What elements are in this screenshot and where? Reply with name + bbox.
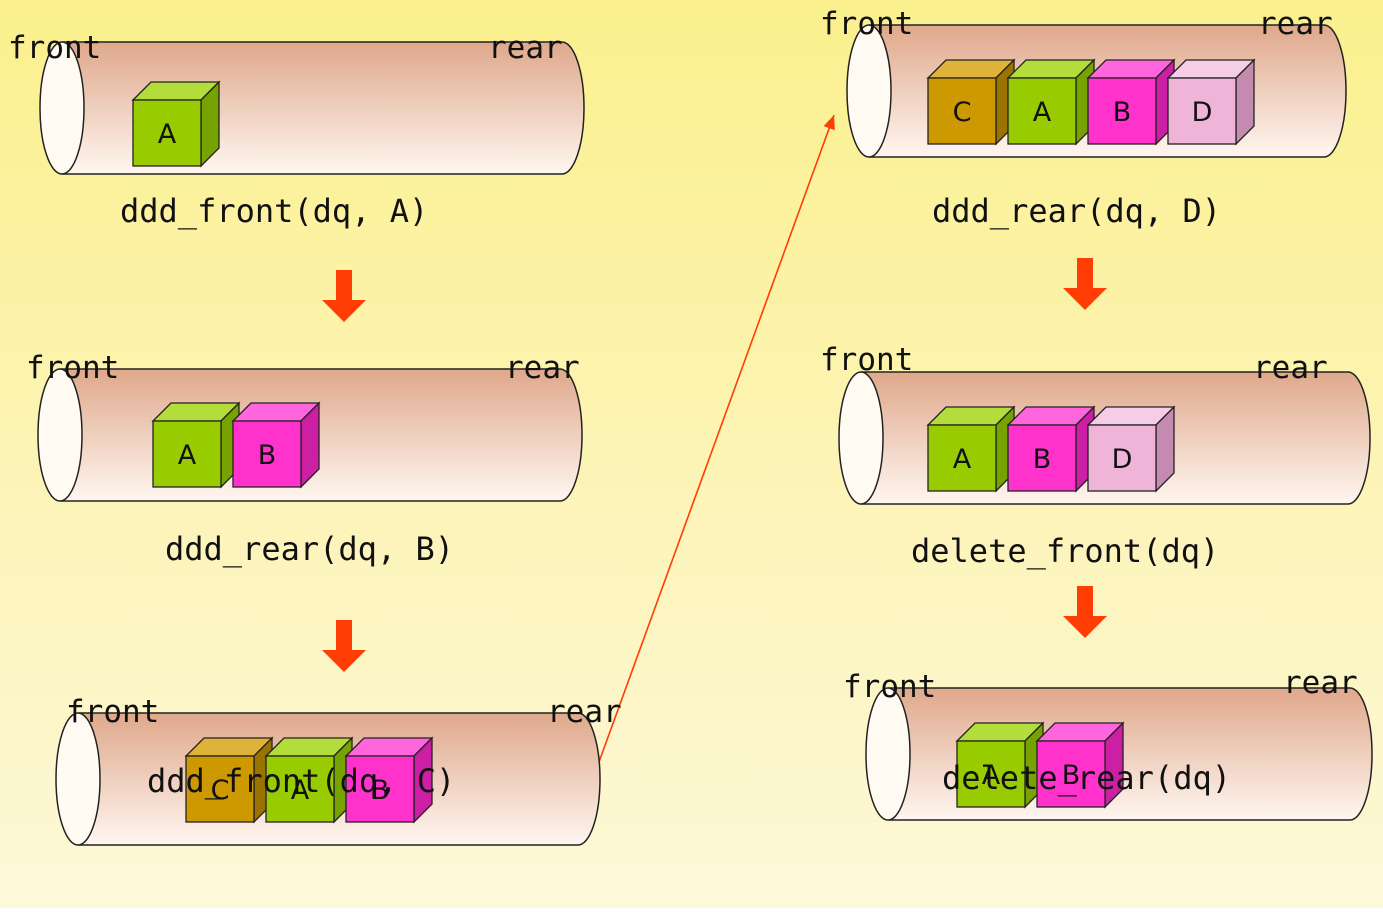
tube-opening — [865, 687, 911, 821]
rear-label: rear — [505, 350, 580, 386]
down-arrow-2 — [322, 620, 366, 672]
rear-label: rear — [1258, 6, 1333, 42]
operation-caption: ddd_rear(dq, D) — [932, 192, 1221, 230]
element-label: A — [953, 444, 972, 475]
operation-caption: ddd_rear(dq, B) — [165, 530, 454, 568]
element-box-b: B — [1006, 405, 1096, 493]
tube-opening — [37, 368, 83, 502]
element-label: B — [1033, 444, 1052, 475]
tube-opening — [39, 41, 85, 175]
element-box-b: B — [231, 401, 321, 489]
rear-label: rear — [547, 694, 622, 730]
element-box-c: C — [926, 58, 1016, 146]
transition-arrow — [590, 114, 835, 785]
down-arrow-4 — [1063, 586, 1107, 638]
down-arrow-3 — [1063, 258, 1107, 310]
element-box-a: A — [131, 80, 221, 168]
element-box-d: D — [1086, 405, 1176, 493]
operation-caption: delete_front(dq) — [911, 532, 1219, 570]
element-box-b: B — [1086, 58, 1176, 146]
element-label: A — [291, 775, 310, 806]
element-label: A — [982, 760, 1001, 791]
element-label: A — [178, 440, 197, 471]
tube-opening — [838, 371, 884, 505]
element-box-b: B — [344, 736, 434, 824]
front-label: front — [26, 350, 119, 386]
rear-label: rear — [488, 30, 563, 66]
operation-caption: ddd_front(dq, C) — [147, 762, 455, 800]
element-label: C — [953, 97, 972, 128]
element-box-a: A — [151, 401, 241, 489]
front-label: front — [820, 6, 913, 42]
front-label: front — [8, 30, 101, 66]
element-box-a: A — [1006, 58, 1096, 146]
front-label: front — [66, 694, 159, 730]
element-label: C — [211, 775, 230, 806]
rear-label: rear — [1253, 350, 1328, 386]
element-box-b: B — [1035, 721, 1125, 809]
element-box-a: A — [955, 721, 1045, 809]
front-label: front — [820, 342, 913, 378]
element-label: B — [371, 775, 390, 806]
element-label: D — [1112, 444, 1133, 475]
deque-tube — [60, 368, 583, 502]
element-label: B — [1062, 760, 1081, 791]
element-label: B — [258, 440, 277, 471]
down-arrow-1 — [322, 270, 366, 322]
element-box-a: A — [926, 405, 1016, 493]
rear-label: rear — [1283, 665, 1358, 701]
tube-opening — [846, 24, 892, 158]
front-label: front — [843, 669, 936, 705]
operation-caption: delete_rear(dq) — [942, 759, 1231, 797]
element-box-d: D — [1166, 58, 1256, 146]
element-label: D — [1192, 97, 1213, 128]
element-label: A — [1033, 97, 1052, 128]
operation-caption: ddd_front(dq, A) — [120, 192, 428, 230]
element-label: B — [1113, 97, 1132, 128]
tube-opening — [55, 712, 101, 846]
element-label: A — [158, 119, 177, 150]
